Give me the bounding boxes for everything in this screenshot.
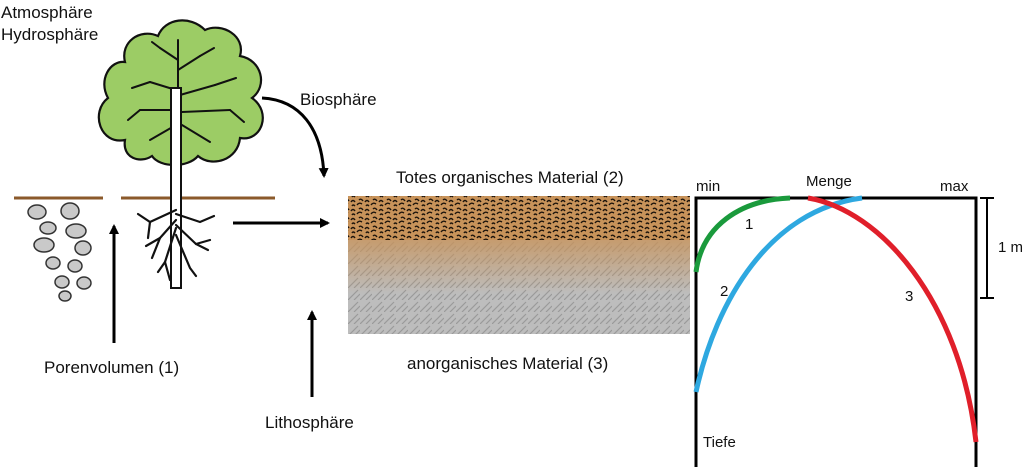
profile-chart — [693, 195, 994, 467]
chart-x-label: Menge — [806, 173, 852, 190]
pore-volume-label: Porenvolumen (1) — [44, 358, 180, 377]
biosphere-arrow — [261, 96, 329, 178]
biosphere-label: Biosphäre — [300, 90, 377, 109]
tree-roots — [136, 208, 216, 282]
curve-2 — [693, 195, 863, 393]
atmosphere-label: Atmosphäre — [1, 3, 93, 22]
stones — [27, 202, 92, 302]
chart-max-label: max — [940, 178, 969, 195]
scale-label: 1 m — [998, 239, 1024, 256]
tree-icon — [97, 19, 264, 289]
soil-profile — [348, 196, 690, 334]
chart-min-label: min — [696, 178, 721, 195]
curve-3-label: 3 — [905, 288, 914, 305]
chart-frame — [694, 196, 978, 467]
chart-y-label: Tiefe — [703, 434, 736, 451]
dead-organic-label: Totes organisches Material (2) — [396, 168, 624, 187]
inorganic-label: anorganisches Material (3) — [407, 354, 609, 373]
tree-trunk — [170, 87, 182, 289]
lithosphere-label: Lithosphäre — [265, 413, 354, 432]
hydrosphere-label: Hydrosphäre — [1, 25, 99, 44]
curve-3 — [807, 195, 979, 443]
curve-1-label: 1 — [745, 216, 754, 233]
curve-2-label: 2 — [720, 283, 729, 300]
curve-1 — [693, 195, 791, 273]
